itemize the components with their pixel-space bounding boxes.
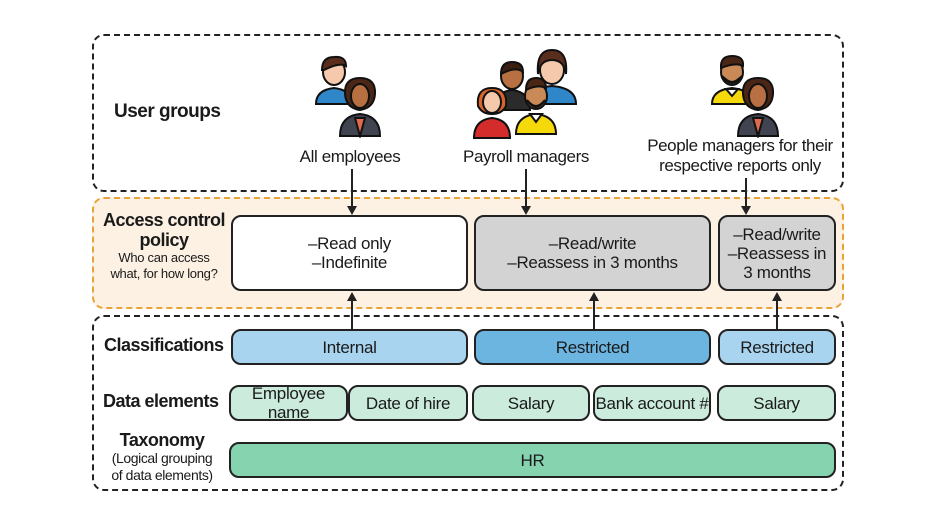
people-managers-people-icon [710,54,780,138]
taxonomy-label: Taxonomy (Logical grouping of data eleme… [100,430,224,484]
group-all-employees: All employees [299,147,401,166]
arrow-down-icon [741,206,751,215]
access-policy-title-1: Access control [102,210,226,230]
group-payroll-managers: Payroll managers [463,147,589,166]
data-element-employee-name[interactable]: Employee name [229,384,348,422]
group-people-managers: People managers for their respective rep… [640,136,840,176]
data-element-salary[interactable]: Salary [472,385,590,421]
arrow-restricted-line [593,300,595,330]
data-frame [92,315,844,491]
policy-managers-read-write[interactable]: –Read/write –Reassess in 3 months [718,215,836,291]
arrow-payroll-line [525,169,527,207]
all-employees-people-icon [314,55,382,138]
policy-3-line1: –Read/write [733,224,821,244]
arrow-up-icon [772,292,782,301]
arrow-people-managers-line [745,178,747,207]
policy-3-line2: –Reassess in [727,243,827,263]
arrow-internal-line [351,300,353,330]
classification-internal[interactable]: Internal [231,329,468,365]
access-policy-label: Access control policy Who can access wha… [98,210,230,282]
access-policy-title-2: policy [139,230,189,250]
arrow-down-icon [347,206,357,215]
policy-read-only[interactable]: –Read only –Indefinite [231,215,468,291]
taxonomy-sub-2: of data elements) [111,467,213,483]
classifications-label: Classifications [104,335,224,355]
classification-restricted-managers[interactable]: Restricted [718,329,836,365]
group-people-managers-line1: People managers for their [647,136,833,155]
classification-restricted-payroll[interactable]: Restricted [474,329,711,365]
access-policy-sub-1: Who can access [118,250,210,265]
arrow-up-icon [347,292,357,301]
taxonomy-sub-1: (Logical grouping [111,450,213,466]
payroll-managers-people-icon [472,48,578,139]
arrow-restricted-2-line [776,300,778,330]
arrow-up-icon [589,292,599,301]
group-people-managers-line2: respective reports only [659,156,821,175]
data-elements-label: Data elements [103,391,219,411]
user-groups-frame [92,34,844,192]
data-element-salary-managers[interactable]: Salary [717,385,836,421]
policy-3-line3: 3 months [743,262,811,282]
data-element-bank-account[interactable]: Bank account # [593,385,711,421]
arrow-down-icon [521,206,531,215]
access-policy-sub-2: what, for how long? [110,266,218,281]
policy-1-line1: –Read only [307,234,391,253]
data-element-date-of-hire[interactable]: Date of hire [348,385,468,421]
policy-2-line2: –Reassess in 3 months [507,253,678,272]
policy-payroll-read-write[interactable]: –Read/write –Reassess in 3 months [474,215,711,291]
taxonomy-hr[interactable]: HR [229,442,836,478]
policy-2-line1: –Read/write [548,234,637,253]
user-groups-label: User groups [114,101,221,122]
taxonomy-title: Taxonomy [119,430,205,450]
policy-1-line2: –Indefinite [311,253,388,272]
arrow-all-employees-line [351,169,353,207]
